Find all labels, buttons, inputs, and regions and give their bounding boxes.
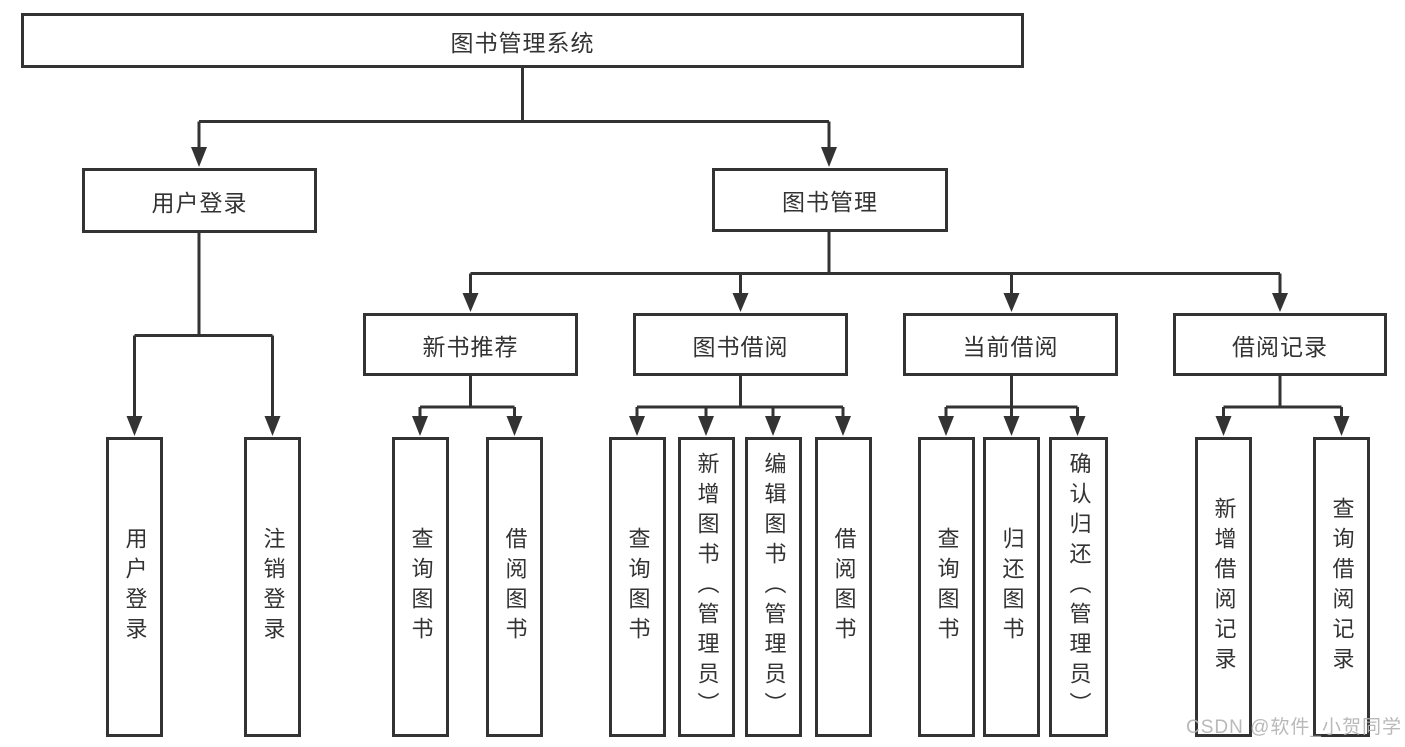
leaf-user-login-label: 用户登录 xyxy=(122,527,148,647)
arrowheads-leaves xyxy=(412,416,1350,436)
node-user-login-label: 用户登录 xyxy=(151,189,248,216)
leaf-borrow-books-2: 借阅图书 xyxy=(815,437,872,737)
connector-book-management-branch xyxy=(469,232,1282,298)
leaf-confirm-return-admin-label: 确认归还（管理员） xyxy=(1066,452,1092,722)
node-new-book-recommend: 新书推荐 xyxy=(363,313,578,376)
leaf-query-borrow-record: 查询借阅记录 xyxy=(1313,437,1370,737)
leaf-query-books-1: 查询图书 xyxy=(392,437,449,737)
connector-user-login-branch xyxy=(133,233,274,422)
leaf-query-books-3-label: 查询图书 xyxy=(934,527,960,647)
leaf-add-book-admin-label: 新增图书（管理员） xyxy=(694,452,720,722)
leaf-borrow-books-2-label: 借阅图书 xyxy=(831,527,857,647)
leaf-query-books-1-label: 查询图书 xyxy=(408,527,434,647)
leaf-return-book-label: 归还图书 xyxy=(999,527,1025,647)
node-borrow-records: 借阅记录 xyxy=(1173,313,1387,376)
leaf-add-book-admin: 新增图书（管理员） xyxy=(678,437,735,737)
node-new-book-recommend-label: 新书推荐 xyxy=(422,333,519,360)
leaf-add-borrow-record: 新增借阅记录 xyxy=(1195,437,1252,737)
node-root: 图书管理系统 xyxy=(21,13,1024,68)
leaf-confirm-return-admin: 确认归还（管理员） xyxy=(1049,437,1108,737)
leaf-return-book: 归还图书 xyxy=(983,437,1040,737)
node-current-borrow-label: 当前借阅 xyxy=(962,333,1059,360)
connector-borrow-record-branch xyxy=(1222,376,1343,422)
arrowheads-user-login-branch xyxy=(126,416,281,436)
connector-book-borrow-branch xyxy=(635,376,845,422)
leaf-query-books-2: 查询图书 xyxy=(609,437,666,737)
arrowheads-level1 xyxy=(191,147,837,167)
csdn-watermark: CSDN @软件_小贺同学 xyxy=(1186,717,1402,738)
leaf-query-books-3: 查询图书 xyxy=(918,437,975,737)
leaf-logout: 注销登录 xyxy=(244,437,301,737)
leaf-query-books-2-label: 查询图书 xyxy=(625,527,651,647)
node-book-management: 图书管理 xyxy=(712,168,948,232)
arrowheads-level2 xyxy=(462,293,1288,312)
node-current-borrow: 当前借阅 xyxy=(903,313,1118,376)
node-borrow-records-label: 借阅记录 xyxy=(1232,333,1328,360)
node-book-borrow: 图书借阅 xyxy=(633,313,848,376)
connector-new-book-branch xyxy=(418,376,516,422)
leaf-edit-book-admin-label: 编辑图书（管理员） xyxy=(761,452,787,722)
leaf-query-borrow-record-label: 查询借阅记录 xyxy=(1329,497,1355,677)
leaf-logout-label: 注销登录 xyxy=(260,527,286,647)
node-book-management-label: 图书管理 xyxy=(782,189,878,215)
connector-current-borrow-branch xyxy=(944,376,1079,422)
leaf-edit-book-admin: 编辑图书（管理员） xyxy=(745,437,802,737)
leaf-borrow-books-1-label: 借阅图书 xyxy=(502,527,528,647)
node-root-label: 图书管理系统 xyxy=(450,29,595,56)
connector-root-to-level1 xyxy=(197,68,831,152)
node-book-borrow-label: 图书借阅 xyxy=(692,333,789,360)
leaf-user-login: 用户登录 xyxy=(106,437,163,737)
node-user-login: 用户登录 xyxy=(82,168,317,233)
leaf-add-borrow-record-label: 新增借阅记录 xyxy=(1211,497,1237,677)
leaf-borrow-books-1: 借阅图书 xyxy=(486,437,543,737)
